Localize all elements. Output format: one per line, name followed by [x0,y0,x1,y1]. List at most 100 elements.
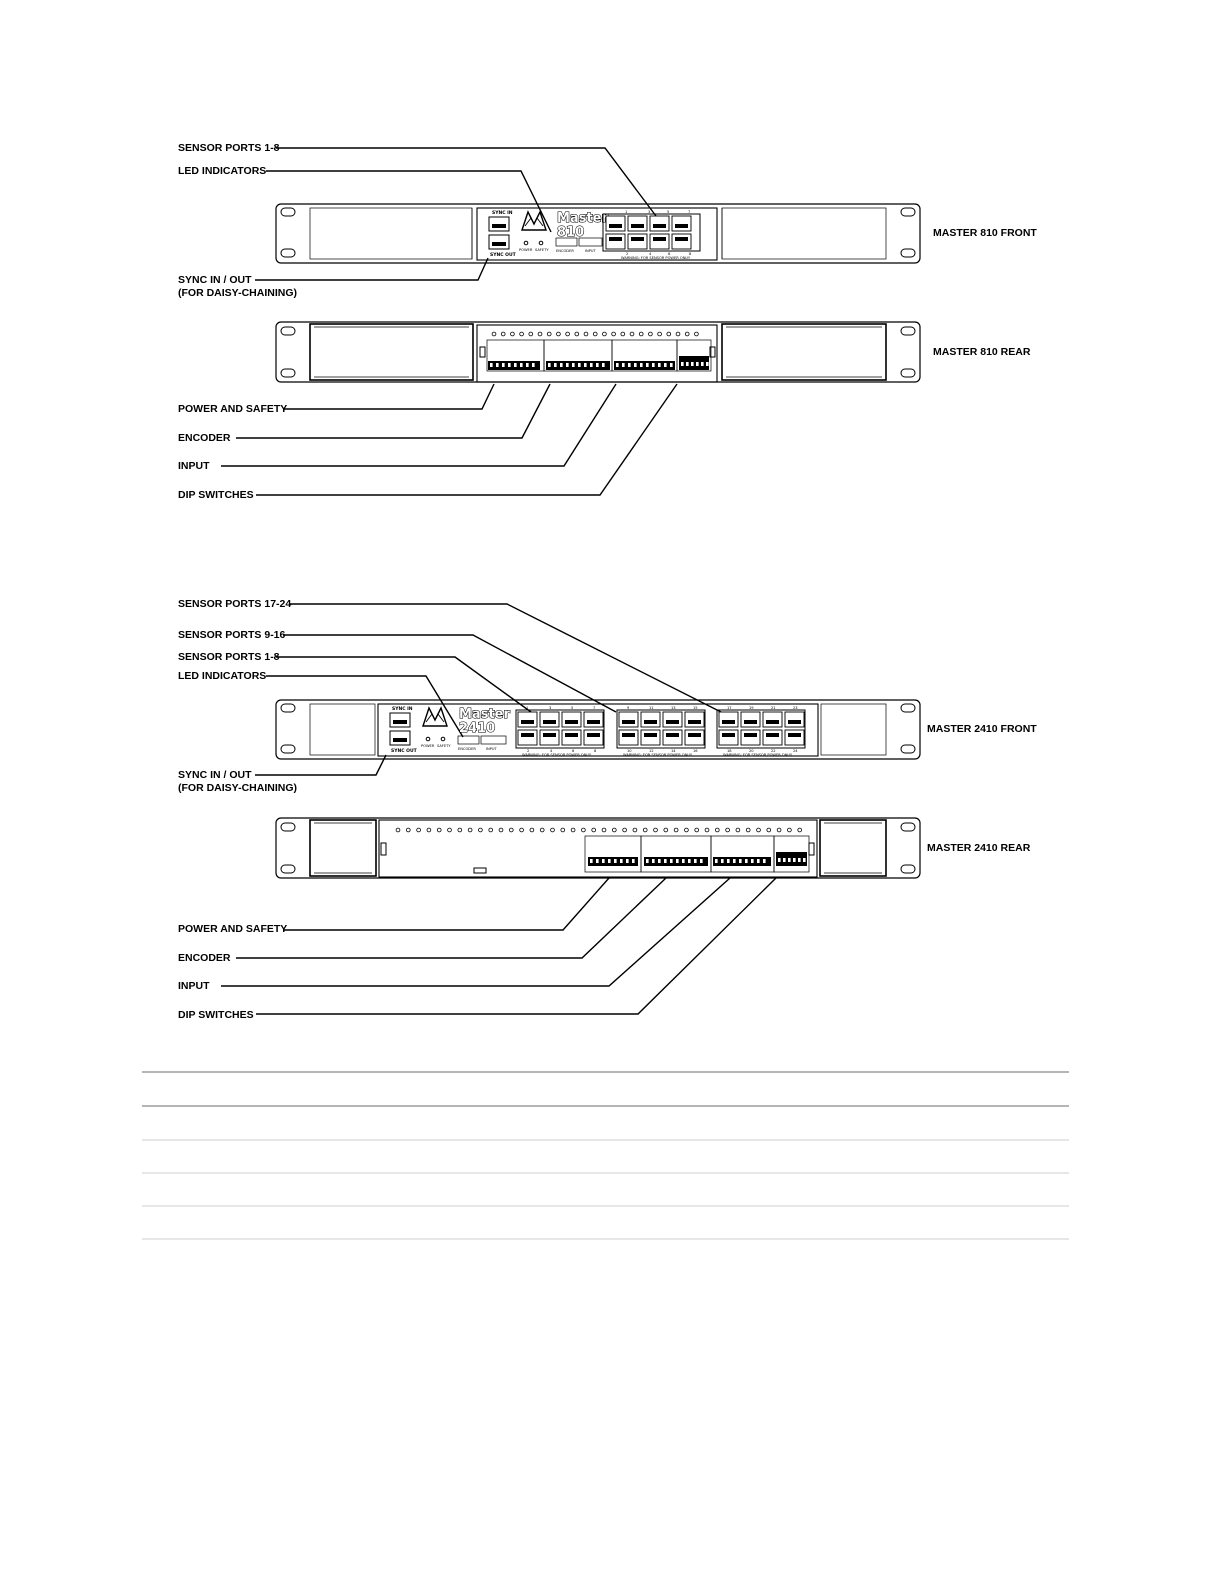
sensor-port [583,711,604,728]
terminal-pin [646,859,649,863]
sensor-port-contacts [543,733,556,737]
vent-hole [491,331,497,337]
sensor-port-contacts [688,720,701,724]
vent-hole [500,331,506,337]
callout-encoder-810: ENCODER [178,432,231,444]
vent-hole [704,827,710,833]
port-num-22: 22 [771,749,776,753]
vent-hole [467,827,473,833]
sensor-port [640,711,661,728]
leader-led-indicators-810 [266,170,552,233]
terminal-pin [778,858,781,862]
port-num-16: 16 [693,749,698,753]
port-num-15: 15 [693,706,698,710]
sensor-port [640,729,661,746]
callout-led-indicators-2410: LED INDICATORS [178,670,266,682]
port-num-17: 17 [727,706,732,710]
port-num-14: 14 [671,749,676,753]
sensor-port [561,711,582,728]
leader-power-safety-2410 [284,877,610,931]
terminal-pin [670,859,673,863]
terminal-pin [620,859,623,863]
port-num-18: 18 [727,749,732,753]
callout-sensor-ports-1-8-2410: SENSOR PORTS 1-8 [178,651,280,663]
terminal-pin [793,858,796,862]
vent-hole [570,827,576,833]
warning-text-group1: WARNING: FOR SENSOR POWER ONLY! [522,753,592,757]
sensor-port [618,729,639,746]
port-num-10: 10 [627,749,632,753]
sensor-port [718,711,739,728]
terminal-pin [696,362,699,366]
sensor-port [762,711,783,728]
vent-hole [735,827,741,833]
sensor-port-contacts [675,224,688,228]
sensor-port [740,729,761,746]
vent-hole [601,827,607,833]
empty-table [142,1071,1069,1240]
terminal-pin [560,363,563,367]
callout-sensor-ports-9-16: SENSOR PORTS 9-16 [178,629,286,641]
terminal-pin [694,859,697,863]
vent-hole [745,827,751,833]
warning-text-group2: WARNING: FOR SENSOR POWER ONLY! [623,753,693,757]
leader-sensor-ports-810 [276,147,657,217]
port-num-5: 5 [571,706,573,710]
port-num-6: 6 [572,749,575,753]
leader-power-safety-810 [284,383,495,410]
master-logo-icon [521,210,547,231]
sensor-port-contacts [631,237,644,241]
vent-hole [583,331,589,337]
leader-dip-810 [256,383,678,496]
leader-encoder-2410 [236,877,667,959]
input-label-810: INPUT [585,249,597,253]
sensor-port-contacts [653,224,666,228]
sensor-port [684,729,705,746]
sensor-port [740,711,761,728]
terminal-pin [634,363,637,367]
vent-hole [488,827,494,833]
callout-sync-2410-line2: (FOR DAISY-CHAINING) [178,782,297,794]
terminal-pin [554,363,557,367]
vent-hole [436,827,442,833]
vent-hole [560,827,566,833]
leader-sync-810 [255,257,489,281]
sensor-port-contacts [688,733,701,737]
sensor-port-contacts [766,720,779,724]
sensor-port-contacts [644,720,657,724]
port-num-810-5: 5 [667,210,669,214]
sensor-port-contacts [587,733,600,737]
sensor-ports-810 [605,215,692,250]
master-2410-rear-panel [275,817,921,879]
callout-dip-switches-2410: DIP SWITCHES [178,1009,254,1021]
vent-hole [787,827,792,833]
terminal-pin [608,859,611,863]
brand-word-810: Master [557,211,608,226]
vent-hole [581,827,586,833]
vent-hole [684,331,690,337]
port-num-12: 12 [649,749,654,753]
callout-dip-switches-810: DIP SWITCHES [178,489,254,501]
terminal-pin [602,363,605,367]
power-led-label-2410: POWER [421,744,435,748]
port-num-21: 21 [771,706,776,710]
terminal-pin [566,363,569,367]
sensor-port-contacts [622,720,635,724]
terminal-pin [632,859,635,863]
vent-hole [611,827,617,833]
sensor-port-contacts [766,733,779,737]
sensor-port [671,233,692,250]
terminal-pin [691,362,694,366]
terminal-pin [745,859,748,863]
terminal-pin [590,859,593,863]
terminal-pin [727,859,730,863]
port-num-810-6: 6 [668,252,671,256]
vent-hole [550,827,555,833]
encoder-label-2410: ENCODER [458,747,476,751]
terminal-pin [788,858,791,862]
master-2410-front-panel: SYNC IN SYNC OUT Master 2410 POWER SAFET… [275,699,921,760]
callout-input-2410: INPUT [178,980,210,992]
sensor-port [539,729,560,746]
brand-word-2410: Master [459,707,510,722]
leader-lines-810 [221,147,678,496]
